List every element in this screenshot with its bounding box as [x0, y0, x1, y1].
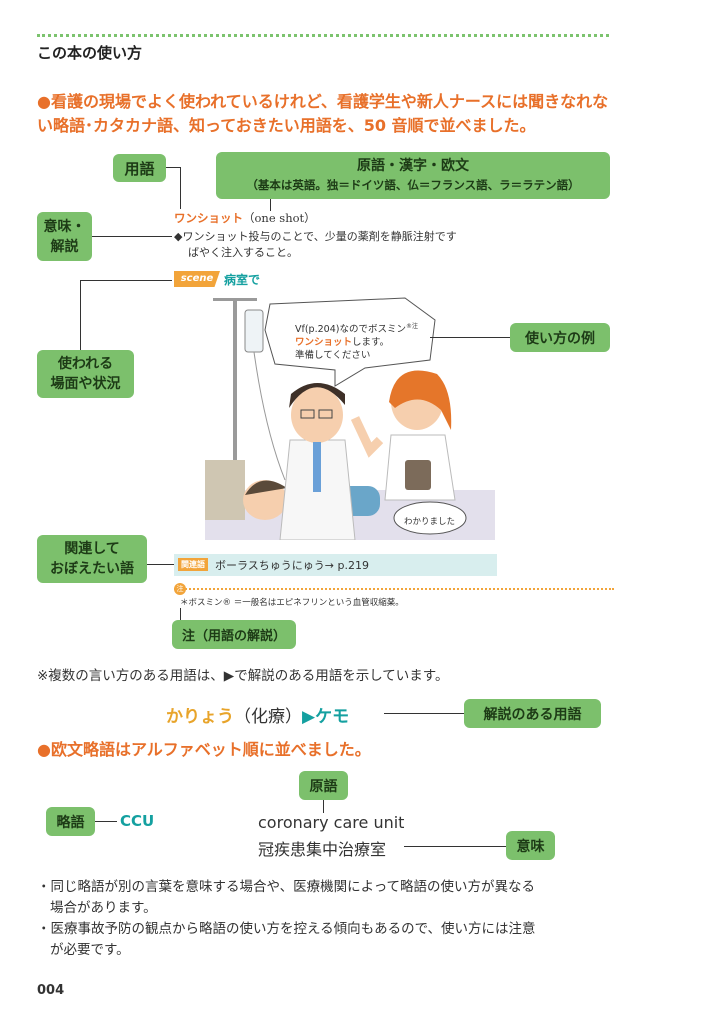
connector-line: [95, 821, 117, 822]
label-origin-word: 原語: [299, 771, 348, 800]
note-item: ・同じ略語が別の言葉を意味する場合や、医療機関によって略語の使い方が異なる: [37, 877, 627, 898]
multi-kana: かりょう: [166, 707, 234, 727]
label-abbr: 略語: [46, 807, 95, 836]
label-origin-title: 原語・漢字・欧文: [357, 157, 469, 174]
sample-definition: ◆ワンショット投与のことで、少量の薬剤を静脈注射です ばやく注入すること。: [174, 229, 457, 261]
connector-line: [80, 280, 172, 281]
label-related: 関連して おぼえたい語: [37, 535, 147, 583]
connector-line: [323, 800, 324, 813]
connector-line: [80, 280, 81, 350]
lead-bullet: ●: [37, 92, 51, 111]
notes-list: ・同じ略語が別の言葉を意味する場合や、医療機関によって略語の使い方が異なる 場合…: [37, 877, 627, 961]
dotted-divider: [37, 34, 609, 37]
connector-line: [404, 846, 506, 847]
label-explained-term: 解説のある用語: [464, 699, 601, 728]
note-tag: 注: [174, 583, 186, 595]
related-bar: [174, 554, 497, 576]
connector-line: [147, 564, 174, 565]
connector-line: [430, 337, 510, 338]
multi-notice: ※複数の言い方のある用語は、▶で解説のある用語を示しています。: [37, 668, 449, 684]
label-origin-sub: （基本は英語。独＝ドイツ語、仏＝フランス語、ラ＝ラテン語）: [246, 177, 580, 192]
sample-term-row: ワンショット（one shot）: [174, 210, 316, 226]
page-title: この本の使い方: [37, 44, 143, 62]
label-note: 注（用語の解説）: [172, 620, 296, 649]
note-item: ・医療事故予防の観点から略語の使い方を控える傾向もあるので、使い方には注意: [37, 919, 627, 940]
note-bullet: ・: [37, 879, 51, 895]
note-line: 同じ略語が別の言葉を意味する場合や、医療機関によって略語の使い方が異なる: [50, 879, 536, 895]
note-line: が必要です。: [50, 942, 130, 958]
note-bullet: ・: [37, 921, 51, 937]
sample-term: ワンショット: [174, 211, 243, 225]
label-term: 用語: [113, 154, 166, 182]
definition-line: ばやく注入すること。: [188, 246, 298, 259]
page-number: 004: [37, 983, 65, 998]
bubble-keyword: ワンショット: [295, 337, 353, 349]
scene-place: 病室で: [224, 273, 261, 287]
label-scene: 使われる 場面や状況: [37, 350, 134, 398]
label-scene-line: 使われる: [57, 356, 114, 372]
label-scene-line: 場面や状況: [50, 376, 121, 392]
connector-line: [180, 608, 181, 620]
connector-line: [180, 167, 181, 209]
multi-example: かりょう（化療）▶ケモ: [166, 702, 349, 727]
label-related-line: 関連して: [64, 541, 120, 557]
nurse-doctor-illustration: [205, 297, 495, 540]
related-text: ボーラスちゅうにゅう→ p.219: [215, 559, 369, 572]
sample-origin: （one shot）: [243, 211, 316, 225]
abbr-japanese: 冠疾患集中治療室: [258, 840, 387, 859]
lead-paragraph: ●看護の現場でよく使われているけれど、看護学生や新人ナースには聞きなれない略語･…: [37, 90, 622, 138]
abbr-example: CCU: [120, 812, 155, 830]
label-meaning: 意味・ 解説: [37, 212, 92, 261]
label-meaning-abbr: 意味: [506, 831, 555, 860]
multi-target: ケモ: [315, 707, 350, 727]
label-related-line: おぼえたい語: [50, 561, 134, 577]
label-meaning-line: 解説: [50, 238, 79, 255]
note-text: ＊ボスミン® ＝一般名はエピネフリンという血管収縮薬。: [180, 598, 404, 608]
definition-line: ◆ワンショット投与のことで、少量の薬剤を静脈注射です: [174, 230, 457, 243]
note-divider: [174, 588, 614, 590]
note-line: 場合があります。: [50, 900, 157, 916]
related-tag: 関連語: [178, 558, 208, 571]
play-arrow-icon: ▶: [302, 707, 316, 727]
connector-line: [92, 236, 172, 237]
section2-heading: ●欧文略語はアルファベット順に並べました。: [37, 736, 371, 760]
section2-text: 欧文略語はアルファベット順に並べました。: [50, 740, 371, 759]
bubble-superscript: ®注: [405, 323, 418, 330]
bubble-line: 準備してください: [295, 350, 371, 362]
label-origin: 原語・漢字・欧文 （基本は英語。独＝ドイツ語、仏＝フランス語、ラ＝ラテン語）: [216, 152, 610, 199]
bubble-line: します。: [352, 337, 390, 349]
section2-bullet: ●: [37, 740, 51, 759]
multi-kanji: （化療）: [234, 707, 302, 727]
abbr-english: coronary care unit: [258, 813, 405, 832]
label-example: 使い方の例: [510, 323, 610, 352]
scene-tag: scene: [174, 271, 220, 287]
connector-line: [384, 713, 464, 714]
speech-bubble-text: Vf(p.204)なのでボスミン®注 ワンショットします。 準備してください: [295, 320, 418, 362]
connector-line: [166, 167, 180, 168]
bubble-line: Vf(p.204)なのでボスミン: [295, 324, 406, 336]
connector-line: [270, 199, 271, 211]
illustration: [205, 290, 495, 540]
label-meaning-line: 意味・: [43, 218, 86, 235]
reply-bubble-text: わかりました: [404, 517, 456, 527]
lead-text: 看護の現場でよく使われているけれど、看護学生や新人ナースには聞きなれない略語･カ…: [37, 92, 609, 135]
note-line: 医療事故予防の観点から略語の使い方を控える傾向もあるので、使い方には注意: [50, 921, 536, 937]
